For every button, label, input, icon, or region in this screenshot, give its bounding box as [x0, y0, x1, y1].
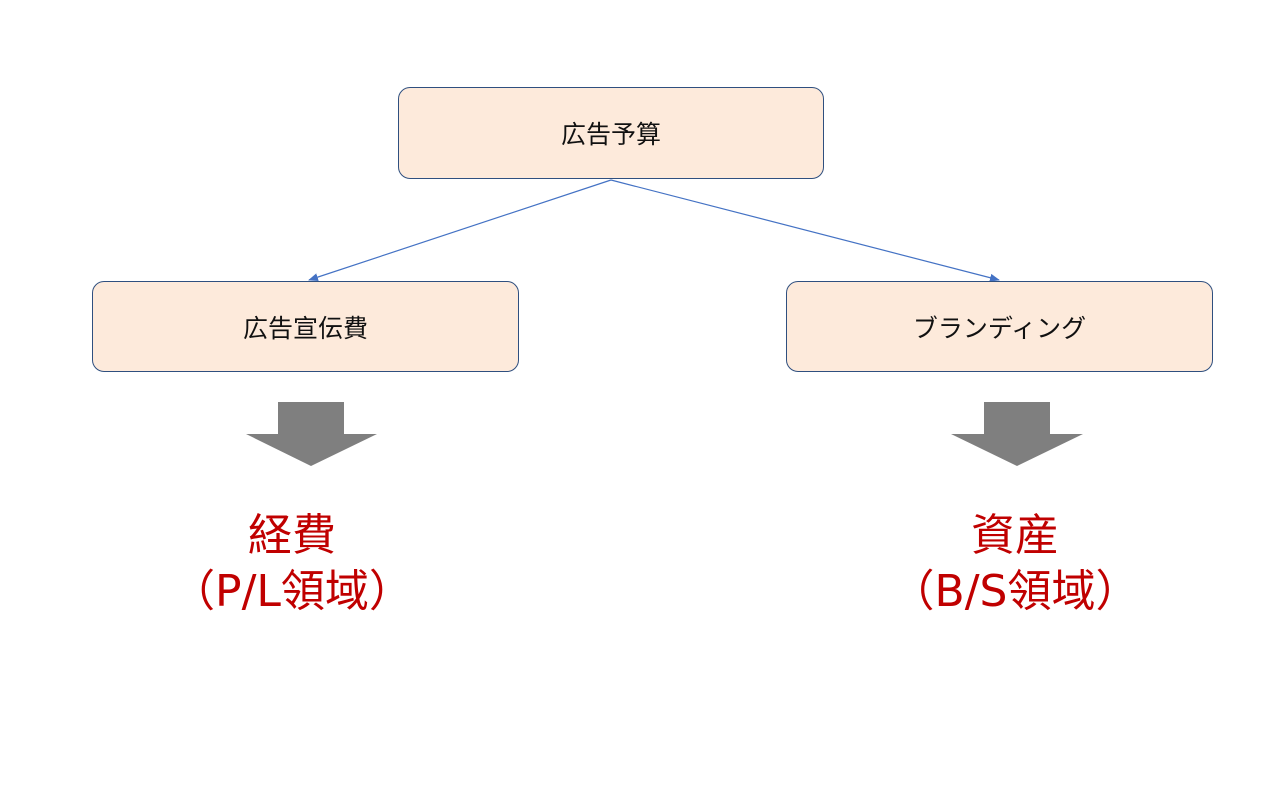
down-arrow-left [246, 402, 377, 466]
down-arrow-right [951, 402, 1083, 466]
node-ad-expense: 広告宣伝費 [92, 281, 519, 372]
node-branding-label: ブランディング [912, 313, 1087, 343]
connector-root-to-right [610, 179, 1000, 282]
node-ad-budget: 広告予算 [398, 87, 824, 179]
node-branding: ブランディング [786, 281, 1213, 372]
node-ad-expense-label: 広告宣伝費 [242, 313, 368, 343]
node-ad-budget-label: 広告予算 [560, 120, 661, 149]
result-asset-title: 資産 [971, 510, 1059, 561]
connector-root-to-left [308, 179, 612, 281]
result-expense-subtitle: （P/L領域） [171, 566, 413, 617]
result-asset: 資産 （B/S領域） [855, 508, 1175, 620]
result-asset-subtitle: （B/S領域） [890, 566, 1140, 617]
result-expense: 経費 （P/L領域） [132, 508, 452, 620]
result-expense-title: 経費 [248, 510, 336, 561]
